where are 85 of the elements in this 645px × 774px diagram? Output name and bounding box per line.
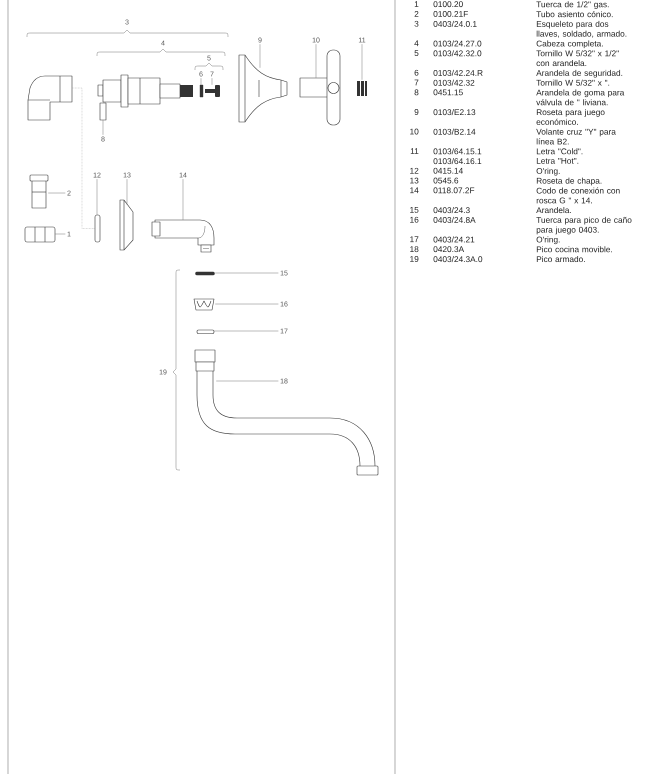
part-code: 0403/24.0.1 [434, 20, 477, 27]
item-number: 14 [410, 187, 419, 194]
elbow-connector-drawing [152, 220, 214, 252]
part-code: 0103/42.32 [434, 80, 474, 86]
leader-line [182, 178, 184, 220]
part-code: 0103/B2.14 [434, 128, 476, 135]
letter-drawing [357, 81, 367, 96]
part-description: Letra "Hot". [536, 158, 578, 164]
nut-drawing [194, 298, 214, 310]
part-code: 0100.21F [434, 11, 468, 17]
part-description: Tuerca de 1/2" gas. [536, 1, 609, 9]
washer [200, 84, 204, 98]
part-code: 0415.14 [434, 168, 463, 174]
part-description: Codo de conexión con rosca G " x 14. [536, 187, 620, 204]
part-code: 0420.3A [434, 246, 464, 252]
conical-tube-drawing [30, 174, 48, 208]
elbow-drawing [28, 76, 72, 120]
part-description: Roseta para juego económico. [536, 109, 605, 125]
leader-line [214, 330, 279, 332]
washer-drawing [195, 272, 215, 276]
cross-handle-drawing [300, 50, 340, 126]
item-number: 3 [414, 20, 418, 27]
part-description: Tornillo W 5/32" x ". [536, 80, 610, 86]
part-code: 0103/E2.13 [434, 109, 476, 116]
part-description: O'ring. [536, 168, 560, 176]
part-code: 0103/24.27.0 [434, 40, 482, 46]
rosette-drawing [238, 54, 288, 122]
part-description: Volante cruz "Y" para línea B2. [536, 128, 616, 144]
leader-line [96, 178, 98, 216]
part-code: 0403/24.3 [434, 207, 470, 214]
o-ring [196, 330, 214, 334]
item-number: 16 [410, 216, 418, 223]
part-description: Tornillo W 5/32" x 1/2" con arandela. [536, 50, 619, 66]
part-description: Pico cocina movible. [536, 246, 612, 252]
leader-line [126, 178, 128, 206]
item-number: 8 [414, 89, 418, 96]
item-number: 7 [414, 80, 418, 86]
part-description: Esqueleto para dos llaves, soldado, armado. [536, 20, 626, 38]
item-number: 17 [410, 236, 418, 242]
part-code: 0103/64.15.1 [434, 148, 482, 154]
o-ring [94, 214, 100, 242]
item-number: 19 [410, 256, 418, 262]
part-code: 0545.6 [434, 178, 458, 184]
part-code: 0451.15 [434, 89, 463, 96]
item-number: 15 [410, 207, 418, 213]
spout-drawing [194, 350, 378, 476]
item-number: 1 [414, 1, 418, 7]
part-code: 0403/24.3A.0 [434, 256, 482, 262]
part-description: Arandela de seguridad. [536, 70, 622, 78]
item-number: 2 [414, 11, 418, 17]
nut-drawing [24, 226, 56, 242]
part-description: Pico armado. [536, 256, 585, 262]
item-number: 18 [410, 246, 418, 252]
item-number: 6 [414, 70, 418, 76]
part-code: 0403/24.8A [434, 216, 476, 223]
item-number: 11 [410, 148, 418, 154]
item-number: 5 [414, 50, 418, 56]
part-code: 0103/42.32.0 [434, 50, 482, 56]
item-number: 10 [410, 128, 418, 134]
part-code: 0403/24.21 [434, 236, 474, 242]
part-description: Arandela de goma para válvula de " liviana. [536, 89, 624, 106]
part-description: Tuerca para pico de caño para juego 0403. [536, 216, 632, 234]
part-description: Tubo asiento cónico. [536, 11, 613, 18]
part-description: O'ring. [536, 236, 560, 244]
item-number: 12 [410, 168, 418, 174]
rosette-drawing [120, 200, 134, 250]
rubber-washer [100, 102, 106, 120]
part-description: Arandela. [536, 207, 571, 214]
item-number: 4 [414, 40, 419, 46]
leader-line [48, 192, 66, 194]
item-number: 13 [410, 178, 418, 184]
dotted-guide-line [72, 88, 96, 229]
part-description: Letra "Cold". [536, 148, 582, 154]
part-code: 0103/64.16.1 [434, 158, 482, 164]
part-code: 0103/42.24.R [434, 70, 483, 76]
leader-line [216, 380, 279, 382]
part-code: 0118.07.2F [434, 187, 474, 194]
item-number: 9 [414, 109, 418, 115]
leader-line [200, 78, 202, 86]
leader-line [102, 120, 104, 136]
leader-line [214, 272, 279, 274]
part-description: Roseta de chapa. [536, 178, 602, 186]
screw-drawing [205, 85, 220, 97]
part-description: Cabeza completa. [536, 40, 603, 48]
part-code: 0100.20 [434, 1, 463, 8]
